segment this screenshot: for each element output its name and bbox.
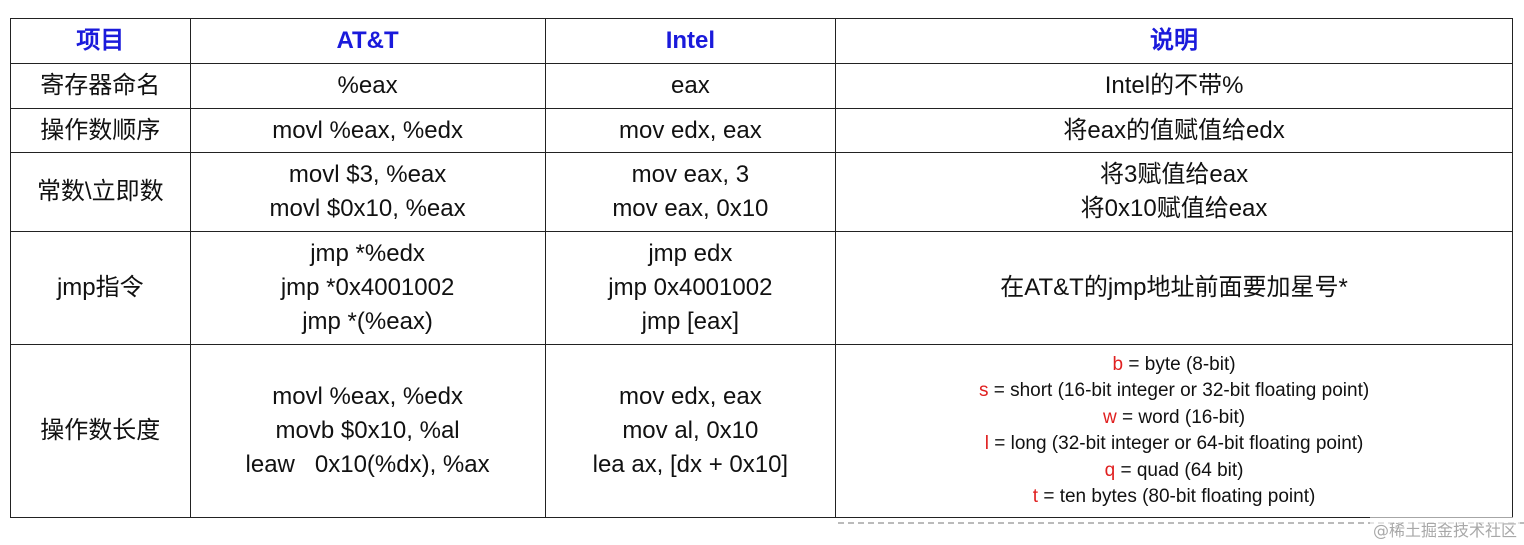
intel-line: jmp 0x4001002 (608, 274, 773, 301)
att-cell: %eax (189, 63, 546, 109)
att-vs-intel-table: 项目 AT&T Intel 说明 寄存器命名 %eax eax Intel的不带… (10, 18, 1513, 518)
header-item: 项目 (10, 18, 191, 64)
header-description: 说明 (835, 18, 1513, 64)
intel-line: eax (671, 72, 710, 99)
description-line: 在AT&T的jmp地址前面要加星号* (1000, 274, 1348, 301)
size-suffix-text: = long (32-bit integer or 64-bit floatin… (988, 433, 1364, 454)
intel-line: jmp edx (648, 240, 733, 267)
size-suffix-item: q = quad (64 bit) (840, 458, 1508, 485)
header-att: AT&T (189, 18, 546, 64)
att-line: jmp *%edx (310, 240, 425, 267)
size-suffix-code: b (1112, 353, 1124, 375)
description-line: 将3赋值给eax (1100, 161, 1249, 188)
intel-line: mov al, 0x10 (622, 417, 759, 444)
description-cell: Intel的不带% (835, 63, 1513, 109)
description-cell: 在AT&T的jmp地址前面要加星号* (835, 231, 1513, 345)
table-row: 常数\立即数 movl $3, %eax movl $0x10, %eax mo… (10, 152, 1513, 232)
table-row: jmp指令 jmp *%edx jmp *0x4001002 jmp *(%ea… (10, 231, 1513, 345)
att-line: movb $0x10, %al (275, 417, 460, 444)
size-suffix-list: b = byte (8-bit) s = short (16-bit integ… (835, 344, 1513, 518)
intel-line: mov edx, eax (618, 383, 762, 410)
row-item-label: 操作数顺序 (10, 108, 191, 153)
description-cell: 将3赋值给eax 将0x10赋值给eax (835, 152, 1513, 232)
size-suffix-item: w = word (16-bit) (840, 405, 1508, 432)
size-suffix-item: s = short (16-bit integer or 32-bit floa… (840, 378, 1508, 405)
size-suffix-code: w (1103, 406, 1117, 428)
size-suffix-code: l (984, 433, 989, 454)
att-line: leaw 0x10(%dx), %ax (245, 451, 490, 478)
dashed-divider (838, 522, 1524, 524)
intel-line: mov eax, 3 (631, 161, 750, 188)
intel-line: jmp [eax] (641, 308, 740, 335)
size-suffix-code: q (1104, 459, 1116, 481)
intel-line: lea ax, [dx + 0x10] (592, 451, 789, 478)
intel-cell: mov edx, eax mov al, 0x10 lea ax, [dx + … (544, 344, 837, 518)
size-suffix-text: = word (16-bit) (1116, 406, 1246, 428)
row-item-label: 寄存器命名 (10, 63, 191, 109)
row-item-label: 操作数长度 (10, 344, 191, 518)
att-cell: movl $3, %eax movl $0x10, %eax (189, 152, 546, 232)
att-line: jmp *(%eax) (302, 308, 433, 335)
intel-cell: jmp edx jmp 0x4001002 jmp [eax] (544, 231, 837, 345)
intel-line: mov edx, eax (618, 116, 762, 144)
row-item-label: jmp指令 (10, 231, 191, 345)
watermark: @稀土掘金技术社区 (1369, 517, 1520, 541)
comparison-table-container: 项目 AT&T Intel 说明 寄存器命名 %eax eax Intel的不带… (10, 18, 1513, 518)
intel-cell: eax (544, 63, 837, 109)
description-cell: 将eax的值赋值给edx (835, 108, 1513, 153)
size-suffix-text: = short (16-bit integer or 32-bit floati… (988, 380, 1370, 401)
att-line: jmp *0x4001002 (280, 274, 455, 301)
size-suffix-text: = byte (8-bit) (1123, 353, 1236, 375)
intel-line: mov eax, 0x10 (612, 195, 769, 222)
att-line: movl %eax, %edx (272, 116, 463, 144)
att-line: movl $0x10, %eax (269, 195, 466, 222)
att-line: movl $3, %eax (288, 161, 447, 188)
size-suffix-item: t = ten bytes (80-bit floating point) (840, 484, 1508, 511)
size-suffix-code: t (1032, 486, 1039, 507)
header-intel: Intel (544, 18, 837, 64)
size-suffix-code: s (978, 380, 989, 401)
table-row: 操作数长度 movl %eax, %edx movb $0x10, %al le… (10, 344, 1513, 518)
description-line: Intel的不带% (1104, 72, 1244, 99)
description-line: 将eax的值赋值给edx (1063, 116, 1285, 144)
size-suffix-text: = ten bytes (80-bit floating point) (1038, 486, 1316, 507)
att-cell: movl %eax, %edx movb $0x10, %al leaw 0x1… (189, 344, 546, 518)
table-row: 寄存器命名 %eax eax Intel的不带% (10, 63, 1513, 109)
size-suffix-item: b = byte (8-bit) (840, 352, 1508, 379)
intel-cell: mov eax, 3 mov eax, 0x10 (544, 152, 837, 232)
att-line: %eax (337, 72, 398, 99)
row-item-label: 常数\立即数 (10, 152, 191, 232)
att-line: movl %eax, %edx (272, 383, 463, 410)
size-suffix-item: l = long (32-bit integer or 64-bit float… (840, 431, 1508, 458)
att-cell: movl %eax, %edx (189, 108, 546, 153)
att-cell: jmp *%edx jmp *0x4001002 jmp *(%eax) (189, 231, 546, 345)
size-suffix-text: = quad (64 bit) (1115, 459, 1244, 481)
intel-cell: mov edx, eax (544, 108, 837, 153)
table-header-row: 项目 AT&T Intel 说明 (10, 18, 1513, 64)
description-line: 将0x10赋值给eax (1080, 195, 1268, 222)
table-row: 操作数顺序 movl %eax, %edx mov edx, eax 将eax的… (10, 108, 1513, 153)
